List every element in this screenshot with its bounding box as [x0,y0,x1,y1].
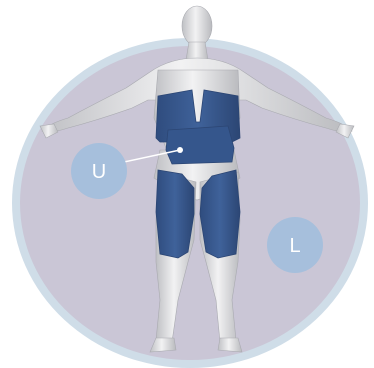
lower-badge: L [267,217,323,273]
lower-badge-label: L [289,235,300,257]
upper-badge: U [71,143,127,199]
upper-badge-label: U [92,161,106,183]
upper-leader-dot [177,147,183,153]
